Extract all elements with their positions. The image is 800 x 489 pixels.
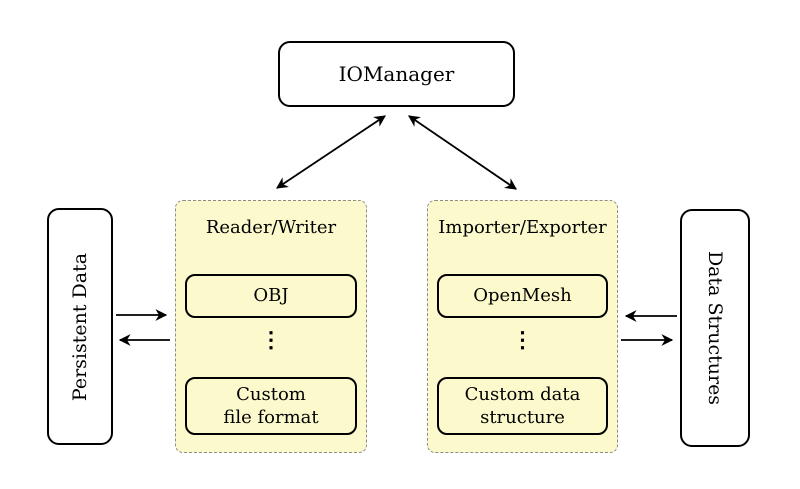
panel-reader-writer-title: Reader/Writer bbox=[205, 217, 337, 238]
node-data-structures-label: Data Structures bbox=[704, 250, 726, 406]
node-iomanager-label: IOManager bbox=[338, 62, 455, 86]
node-persistent-data: Persistent Data bbox=[47, 208, 113, 445]
node-openmesh-label: OpenMesh bbox=[473, 285, 572, 307]
node-custom-data-structure-line2: structure bbox=[480, 407, 565, 428]
node-openmesh: OpenMesh bbox=[437, 274, 608, 318]
node-custom-file-format-line2: file format bbox=[223, 407, 319, 428]
panel-importer-exporter: Importer/Exporter OpenMesh ⋮ Custom data… bbox=[427, 200, 618, 453]
arrow-iomanager-importer-exporter bbox=[408, 115, 517, 190]
node-custom-file-format: Custom file format bbox=[185, 377, 357, 435]
node-obj-label: OBJ bbox=[253, 285, 289, 307]
reader-writer-ellipsis: ⋮ bbox=[260, 327, 282, 353]
node-data-structures: Data Structures bbox=[680, 209, 750, 447]
node-persistent-data-label: Persistent Data bbox=[69, 252, 91, 401]
panel-reader-writer: Reader/Writer OBJ ⋮ Custom file format bbox=[175, 200, 367, 453]
node-custom-file-format-line1: Custom bbox=[236, 383, 306, 405]
node-obj: OBJ bbox=[185, 274, 357, 318]
node-iomanager: IOManager bbox=[278, 41, 515, 107]
node-custom-data-structure: Custom data structure bbox=[437, 377, 608, 435]
node-custom-data-structure-line1: Custom data bbox=[464, 383, 581, 405]
panel-importer-exporter-title: Importer/Exporter bbox=[438, 217, 607, 238]
importer-exporter-ellipsis: ⋮ bbox=[511, 327, 534, 353]
arrow-iomanager-reader-writer bbox=[276, 115, 386, 189]
